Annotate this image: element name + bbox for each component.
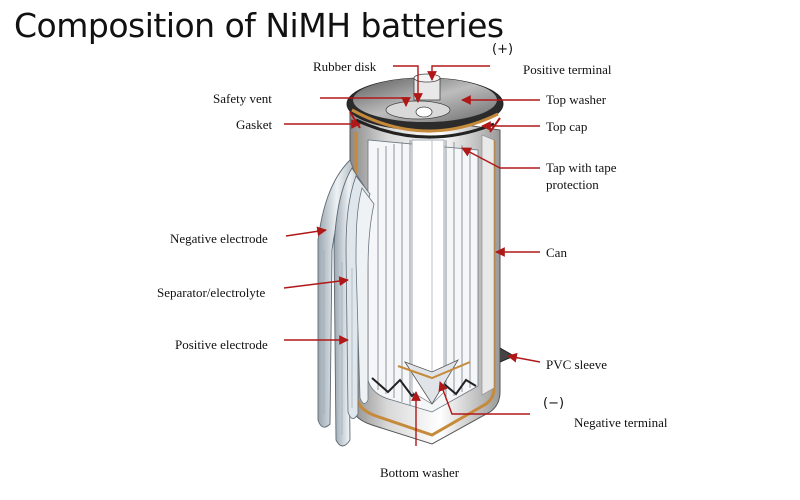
label-safety-vent: Safety vent	[213, 91, 272, 106]
label-separator-electrolyte: Separator/electrolyte	[157, 285, 266, 300]
label-gasket: Gasket	[236, 117, 273, 132]
electrode-roll	[367, 139, 479, 413]
label-top-cap: Top cap	[546, 119, 588, 134]
peeled-electrode-sheets	[317, 159, 375, 447]
diagram-title: Composition of NiMH batteries	[14, 6, 504, 45]
label-tap-with-tape-line1: Tap with tape	[546, 160, 617, 175]
label-negative-electrode: Negative electrode	[170, 231, 268, 246]
label-rubber-disk: Rubber disk	[313, 59, 377, 74]
negative-symbol: (−)	[543, 396, 565, 411]
label-bottom-washer: Bottom washer	[380, 465, 460, 480]
leader-lines	[283, 65, 541, 446]
label-positive-terminal: Positive terminal	[523, 62, 612, 77]
pvc-sleeve-edge	[499, 347, 516, 363]
label-tap-with-tape-line2: protection	[546, 177, 599, 192]
positive-symbol: (+)	[492, 42, 514, 57]
label-top-washer: Top washer	[546, 92, 607, 107]
label-can: Can	[546, 245, 567, 260]
label-pvc-sleeve: PVC sleeve	[546, 357, 608, 372]
top-cap-assembly	[346, 73, 504, 139]
label-negative-terminal: Negative terminal	[574, 415, 668, 430]
label-positive-electrode: Positive electrode	[175, 337, 268, 352]
